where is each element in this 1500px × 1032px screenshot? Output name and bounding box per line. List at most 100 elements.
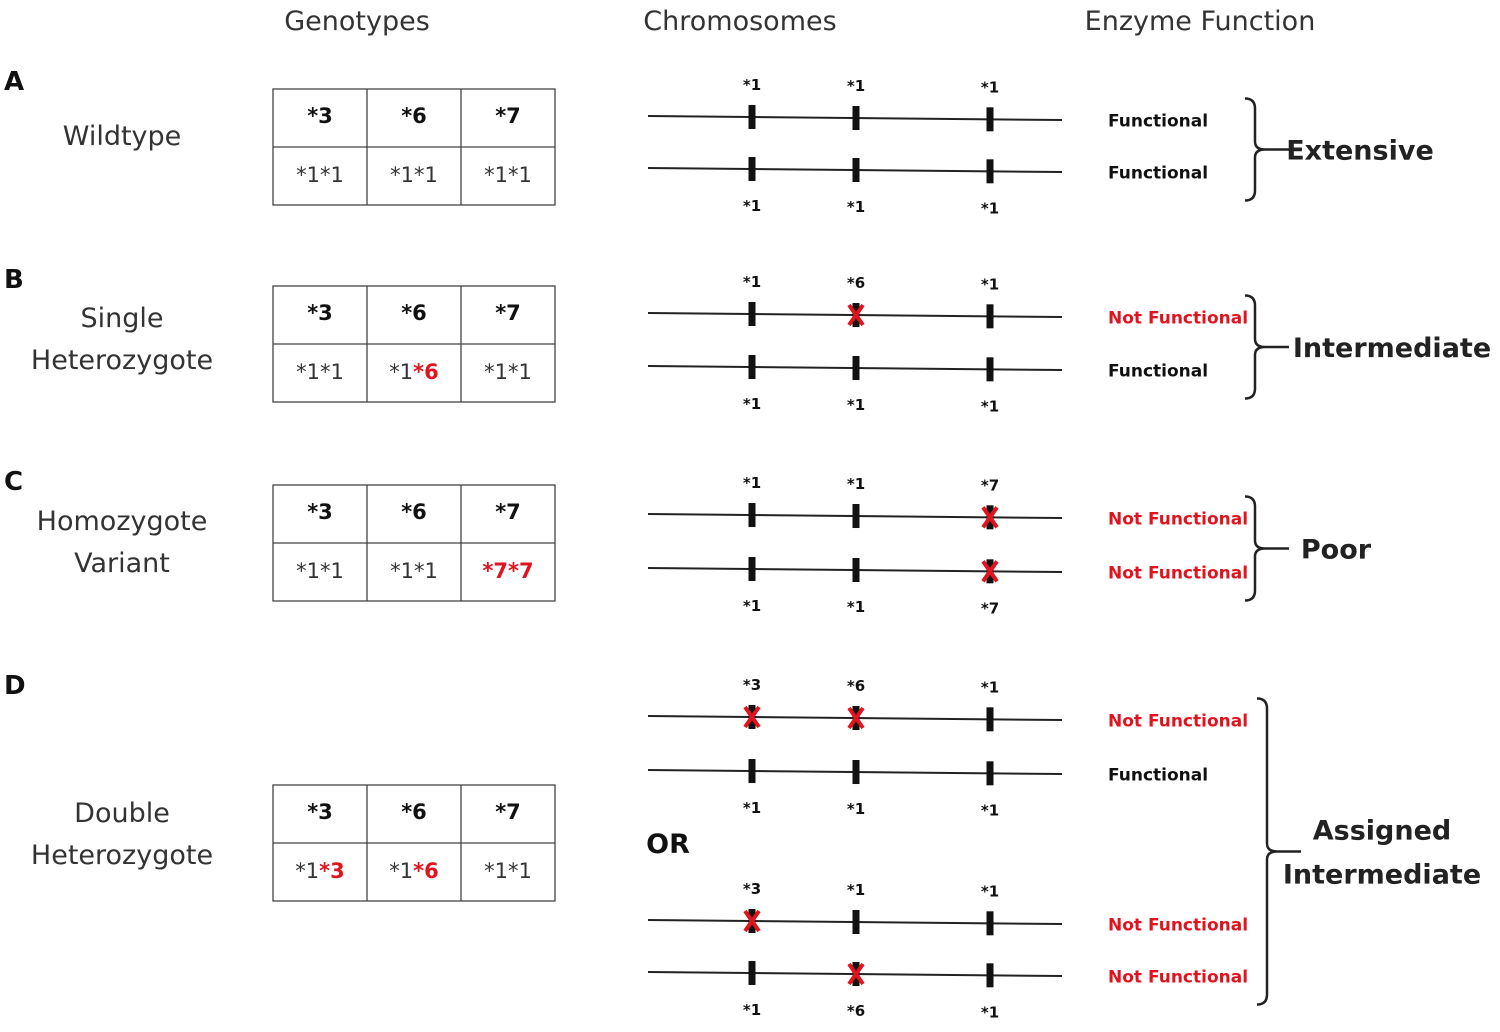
locus-marker: [852, 760, 860, 785]
allele-label: *7: [981, 599, 999, 617]
allele-label: *1: [847, 800, 865, 818]
allele-label: *1: [847, 396, 865, 414]
allele-label: *6: [847, 677, 865, 695]
genotype-table: *3*6*7*1*1*1*1*7*7: [272, 484, 556, 602]
genotype-allele-part: *1*1: [484, 360, 532, 384]
genotype-allele-part: *1*1: [296, 360, 344, 384]
allele-label: *1: [981, 397, 999, 415]
locus-marker: [748, 157, 756, 182]
allele-label: *1: [981, 78, 999, 96]
genotype-allele-part: *1*1: [390, 559, 438, 583]
locus-marker: [986, 911, 994, 936]
locus-marker: [852, 504, 860, 529]
locus-marker: [986, 357, 994, 382]
table-genotype-cell: *1*1: [484, 859, 532, 883]
allele-label: *1: [847, 881, 865, 899]
table-head-cell: *6: [401, 500, 427, 524]
genotype-class-label: Homozygote: [37, 506, 208, 537]
allele-label: *1: [743, 1001, 761, 1019]
genotype-allele-part: *1: [389, 859, 413, 883]
allele-label: *7: [981, 476, 999, 494]
enzyme-function-label: Not Functional: [1108, 967, 1248, 987]
allele-label: *1: [847, 198, 865, 216]
allele-label: *1: [743, 273, 761, 291]
enzyme-function-label: Not Functional: [1108, 563, 1248, 583]
genotype-class-label: Heterozygote: [31, 345, 213, 376]
allele-label: *6: [847, 1002, 865, 1020]
genotype-class-label: Single: [80, 303, 163, 334]
table-genotype-cell: *1*1: [484, 163, 532, 187]
variant-x-icon: [847, 962, 865, 986]
locus-marker: [852, 910, 860, 935]
panel-d: DDoubleHeterozygote*3*6*7*1*3*1*6*1*1*3*…: [4, 671, 1481, 1021]
panel-letter: D: [4, 671, 26, 701]
genotype-class-label: Double: [74, 798, 170, 829]
panel-a: AWildtype*3*6*7*1*1*1*1*1*1*1*1*1Functio…: [4, 67, 1434, 217]
enzyme-function-label: Functional: [1108, 163, 1208, 183]
allele-label: *1: [981, 199, 999, 217]
table-head-cell: *7: [495, 301, 521, 325]
panels-layer: AWildtype*3*6*7*1*1*1*1*1*1*1*1*1Functio…: [4, 67, 1491, 1021]
table-head-cell: *3: [307, 800, 333, 824]
genotype-allele-part: *3: [319, 859, 345, 883]
genotype-allele-part: *1: [389, 360, 413, 384]
variant-x-icon: [743, 705, 761, 729]
locus-marker: [852, 158, 860, 183]
genotype-class-label: Variant: [74, 548, 170, 579]
locus-marker: [986, 707, 994, 732]
enzyme-function-label: Not Functional: [1108, 509, 1248, 529]
curly-bracket-icon: [1256, 697, 1278, 1006]
enzyme-function-label: Functional: [1108, 765, 1208, 785]
locus-marker: [748, 961, 756, 986]
genotype-allele-part: *7*7: [482, 559, 533, 583]
variant-x-icon: [847, 706, 865, 730]
allele-label: *1: [743, 197, 761, 215]
allele-label: *3: [743, 880, 761, 898]
enzyme-function-label: Functional: [1108, 111, 1208, 131]
genotype-allele-part: *1*1: [296, 559, 344, 583]
allele-label: *1: [981, 882, 999, 900]
table-genotype-cell: *1*6: [389, 360, 438, 384]
allele-label: *1: [981, 678, 999, 696]
genotype-allele-part: *6: [413, 360, 439, 384]
table-genotype-cell: *1*6: [389, 859, 438, 883]
allele-label: *3: [743, 676, 761, 694]
locus-marker: [852, 106, 860, 131]
locus-marker: [852, 558, 860, 583]
allele-label: *1: [743, 474, 761, 492]
locus-marker: [986, 761, 994, 786]
metabolizer-phenotype-label: Intermediate: [1283, 859, 1481, 890]
allele-label: *1: [847, 598, 865, 616]
panel-letter: A: [4, 67, 24, 97]
locus-marker: [986, 159, 994, 184]
metabolizer-phenotype-label: Assigned: [1313, 815, 1451, 846]
table-head-cell: *7: [495, 104, 521, 128]
variant-x-icon: [847, 303, 865, 327]
genotype-class-label: Heterozygote: [31, 840, 213, 871]
allele-label: *1: [981, 1003, 999, 1021]
panel-b: BSingleHeterozygote*3*6*7*1*1*1*6*1*1*1*…: [4, 265, 1491, 415]
metabolizer-phenotype-label: Intermediate: [1293, 333, 1491, 364]
header-enzyme-function: Enzyme Function: [1085, 6, 1316, 37]
panel-letter: C: [4, 467, 23, 497]
allele-label: *1: [847, 475, 865, 493]
metabolizer-phenotype-label: Extensive: [1286, 135, 1434, 166]
table-head-cell: *7: [495, 800, 521, 824]
allele-label: *1: [981, 275, 999, 293]
enzyme-function-label: Not Functional: [1108, 915, 1248, 935]
or-label: OR: [646, 829, 690, 860]
locus-marker: [748, 355, 756, 380]
locus-marker: [748, 759, 756, 784]
table-genotype-cell: *7*7: [482, 559, 533, 583]
